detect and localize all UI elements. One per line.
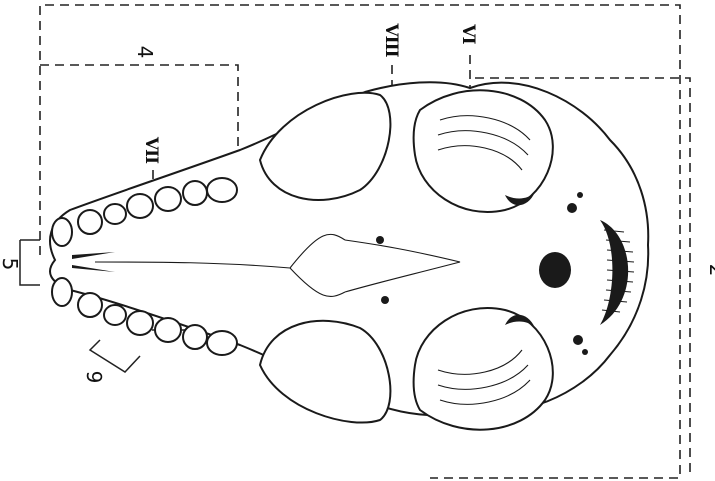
label-region-5: 5 (0, 258, 22, 271)
label-region-2: 2 (705, 264, 715, 277)
label-roman-vii: VII (141, 136, 161, 164)
label-roman-vi: VI (458, 23, 478, 44)
label-region-4: 4 (133, 46, 157, 59)
label-roman-viii: VIII (381, 22, 401, 57)
skull-outline (50, 82, 648, 429)
label-region-9: 9 (82, 371, 106, 384)
